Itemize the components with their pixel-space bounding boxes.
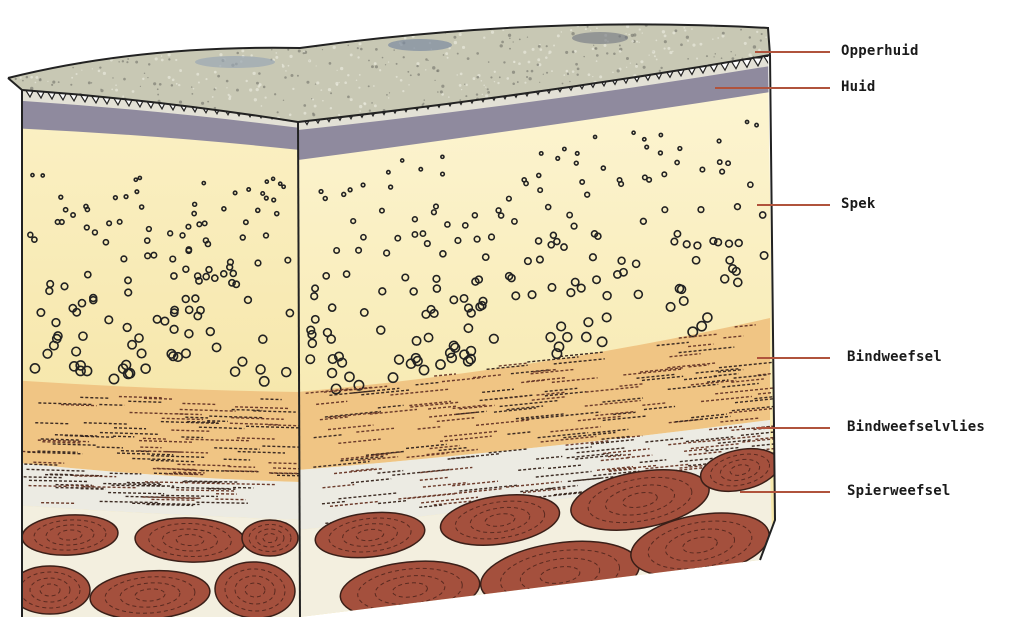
label-bindweefselvlies: Bindweefselvlies bbox=[847, 419, 985, 435]
label-opperhuid: Opperhuid bbox=[841, 43, 919, 59]
label-spek: Spek bbox=[841, 196, 876, 212]
right-face bbox=[290, 40, 813, 617]
label-bindweefsel: Bindweefsel bbox=[847, 349, 942, 365]
label-spierweefsel: Spierweefsel bbox=[847, 483, 951, 499]
left-face bbox=[0, 80, 330, 617]
label-huid: Huid bbox=[841, 79, 876, 95]
